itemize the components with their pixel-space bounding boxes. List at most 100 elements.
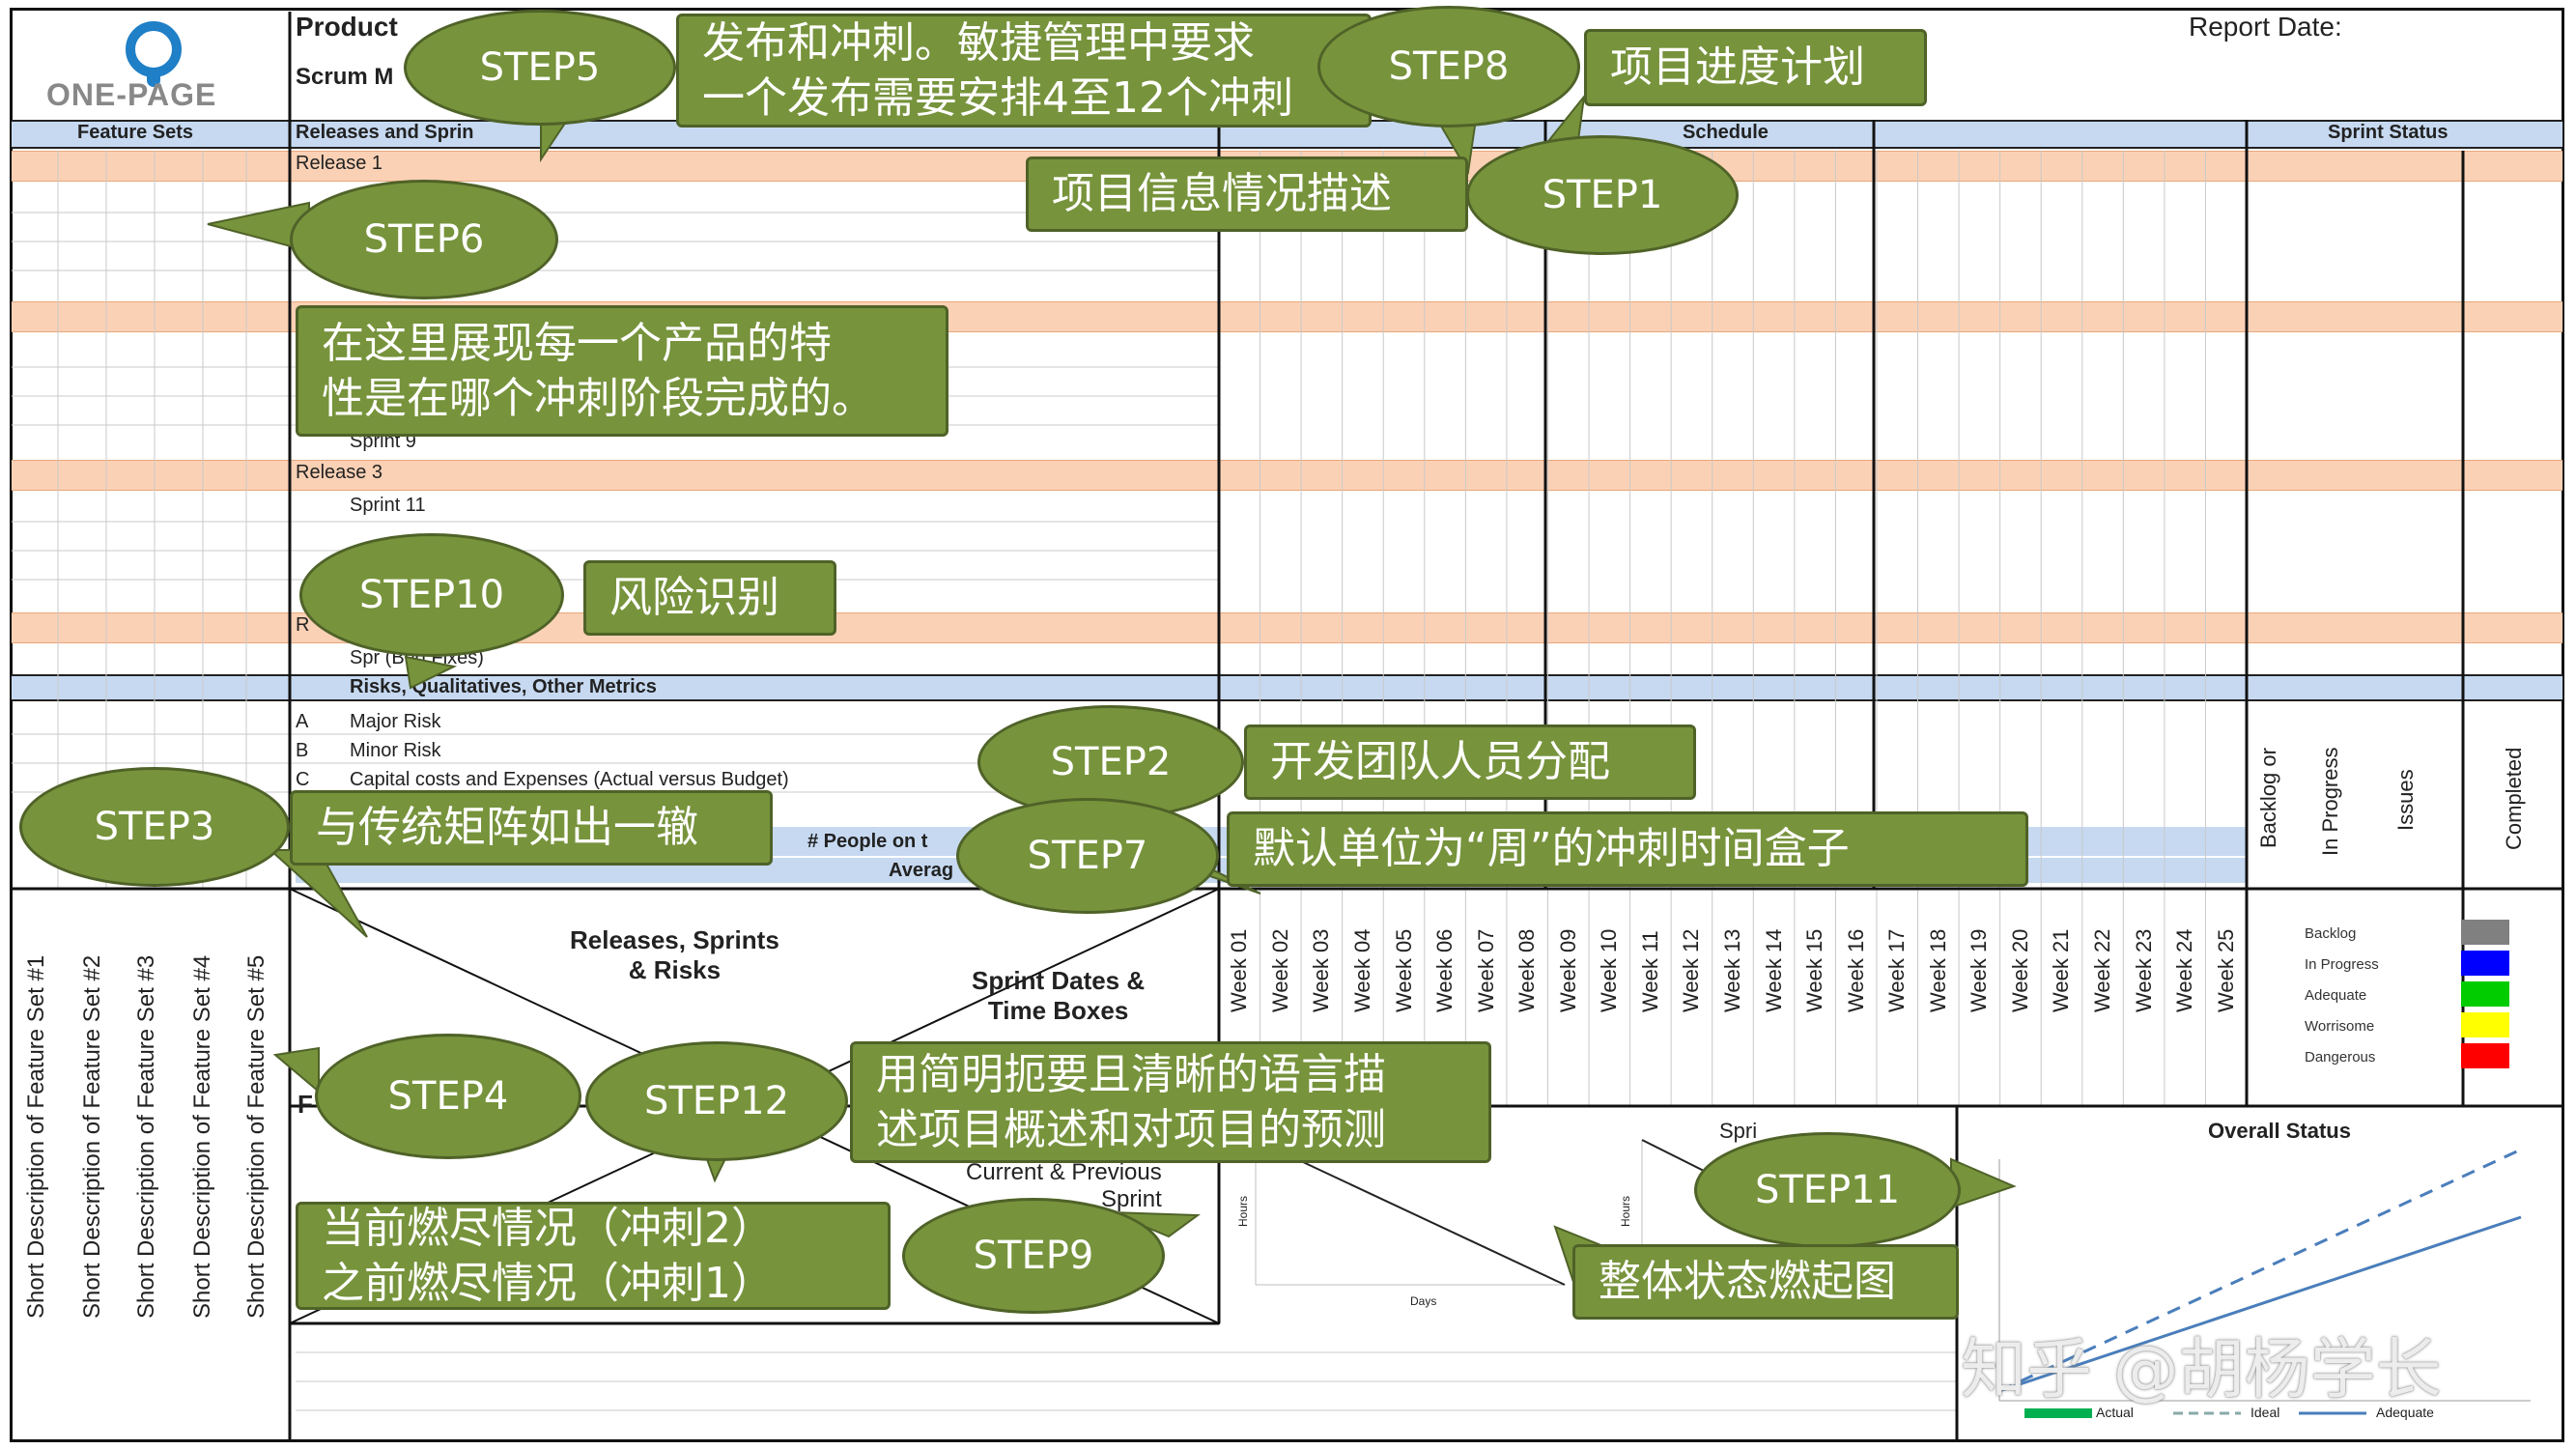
product-label: Product	[296, 12, 398, 42]
step12-text-line1: 用简明扼要且清晰的语言描	[876, 1049, 1386, 1099]
step11-bubble: STEP11	[1694, 1132, 1961, 1248]
sprint-11-label: Sprint 11	[350, 495, 426, 516]
risk-b-code: B	[296, 740, 309, 761]
step3-bubble: STEP3	[19, 767, 290, 887]
status-backlog-header: Backlog or	[2256, 748, 2280, 848]
week-label: Week 12	[1679, 928, 1704, 1012]
step2-text-box: 开发团队人员分配	[1244, 724, 1696, 800]
scrum-label: Scrum M	[296, 64, 394, 90]
week-label: Week 16	[1843, 928, 1868, 1012]
week-label: Week 04	[1349, 928, 1374, 1012]
step9-text-box: 当前燃尽情况（冲刺2） 之前燃尽情况（冲刺1）	[296, 1202, 891, 1310]
week-label: Week 24	[2172, 928, 2197, 1012]
step5-text-box: 发布和冲刺。敏捷管理中要求 一个发布需要安排4至12个冲刺	[676, 14, 1372, 128]
step9-text-line1: 当前燃尽情况（冲刺2）	[322, 1203, 774, 1253]
step9-text-line2: 之前燃尽情况（冲刺1）	[322, 1259, 774, 1308]
step10-bubble: STEP10	[299, 533, 564, 657]
status-issues-header: Issues	[2393, 769, 2418, 831]
week-label: Week 11	[1637, 930, 1662, 1012]
people-label: # People on t	[807, 831, 928, 852]
week-label: Week 25	[2213, 928, 2238, 1012]
week-label: Week 14	[1761, 928, 1786, 1012]
status-completed-header: Completed	[2502, 747, 2526, 850]
feature-set-1-label: Short Description of Feature Set #1	[23, 954, 49, 1319]
step9-bubble: STEP9	[902, 1198, 1165, 1314]
step12-text-box: 用简明扼要且清晰的语言描 述项目概述和对项目的预测	[850, 1041, 1491, 1163]
legend-backlog-swatch	[2461, 920, 2509, 945]
step7-bubble: STEP7	[956, 798, 1219, 914]
step1-bubble: STEP1	[1466, 135, 1739, 255]
step4-bubble: STEP4	[315, 1034, 581, 1159]
logo-text: ONE-PAGE	[46, 77, 217, 112]
step1-text-box: 项目信息情况描述	[1026, 156, 1468, 232]
legend-adequate-swatch	[2461, 981, 2509, 1007]
schedule-header: Schedule	[1683, 122, 1769, 143]
status-inprogress-header: In Progress	[2318, 747, 2342, 857]
week-label: Week 05	[1391, 928, 1416, 1012]
risks-header-label: Risks, Qualitatives, Other Metrics	[350, 676, 657, 697]
step5-text-line1: 发布和冲刺。敏捷管理中要求	[702, 17, 1255, 68]
week-label: Week 23	[2131, 928, 2156, 1012]
step6-text-line1: 在这里展现每一个产品的特	[322, 318, 832, 368]
week-label: Week 15	[1802, 928, 1827, 1012]
logo: ONE-PAGE	[29, 17, 280, 114]
week-label: Week 17	[1884, 928, 1910, 1012]
burndown-xlabel: Days	[1410, 1294, 1437, 1308]
legend-worrisome-label: Worrisome	[2305, 1018, 2375, 1035]
legend-inprogress-label: In Progress	[2305, 956, 2379, 973]
step7-text-box: 默认单位为“周”的冲刺时间盒子	[1227, 811, 2028, 887]
risk-a-code: A	[296, 711, 309, 732]
week-label: Week 10	[1597, 928, 1622, 1012]
feature-set-2-label: Short Description of Feature Set #2	[79, 954, 105, 1319]
week-label: Week 18	[1925, 928, 1950, 1012]
week-label: Week 21	[2049, 928, 2074, 1012]
legend-adequate-label: Adequate	[2305, 987, 2367, 1004]
step6-text-box: 在这里展现每一个产品的特 性是在哪个冲刺阶段完成的。	[296, 305, 948, 437]
legend-dangerous-label: Dangerous	[2305, 1049, 2376, 1065]
matrix-bottom-label: Current & Previous Sprint	[966, 1159, 1162, 1212]
feature-set-3-label: Short Description of Feature Set #3	[133, 954, 159, 1319]
step10-text-box: 风险识别	[583, 560, 836, 636]
legend-dangerous-swatch	[2461, 1043, 2509, 1068]
week-label: Week 06	[1432, 928, 1458, 1012]
week-label: Week 01	[1227, 928, 1252, 1012]
step6-bubble: STEP6	[290, 180, 558, 299]
sprint-status-header: Sprint Status	[2328, 122, 2449, 143]
matrix-top-label: Releases, Sprints & Risks	[570, 925, 779, 984]
week-label: Week 07	[1473, 928, 1498, 1012]
overall-legend-actual: Actual	[2096, 1405, 2134, 1420]
week-label: Week 22	[2090, 928, 2115, 1012]
release-3-label: Release 3	[296, 462, 383, 483]
feature-sets-header: Feature Sets	[77, 122, 194, 143]
week-label: Week 03	[1309, 928, 1334, 1012]
overall-legend-ideal: Ideal	[2250, 1405, 2280, 1420]
risk-c-text: Capital costs and Expenses (Actual versu…	[350, 769, 789, 790]
feature-set-5-label: Short Description of Feature Set #5	[243, 954, 269, 1319]
risk-b-text: Minor Risk	[350, 740, 441, 761]
step12-text-line2: 述项目概述和对项目的预测	[876, 1105, 1386, 1154]
risk-a-text: Major Risk	[350, 711, 441, 732]
week-label: Week 09	[1555, 928, 1580, 1012]
feature-set-4-label: Short Description of Feature Set #4	[189, 954, 215, 1319]
average-label: Averag	[889, 860, 954, 881]
releases-header: Releases and Sprin	[296, 122, 474, 143]
release-band-3	[12, 460, 2562, 491]
overall-status-title: Overall Status	[2208, 1119, 2351, 1143]
week-label: Week 02	[1267, 928, 1292, 1012]
legend-inprogress-swatch	[2461, 951, 2509, 976]
risks-header-band	[12, 674, 2562, 701]
release-1-label: Release 1	[296, 153, 383, 174]
step8-text-box: 项目进度计划	[1584, 29, 1927, 106]
week-label: Week 08	[1514, 928, 1540, 1012]
burndown-1-ylabel: Hours	[1236, 1195, 1250, 1227]
step5-bubble: STEP5	[404, 10, 676, 126]
legend-worrisome-swatch	[2461, 1012, 2509, 1037]
burndown-sprint-label: Spri	[1719, 1119, 1758, 1143]
matrix-right-label: Sprint Dates & Time Boxes	[972, 966, 1146, 1025]
burndown-2-ylabel: Hours	[1619, 1195, 1632, 1227]
step8-bubble: STEP8	[1317, 6, 1580, 128]
release-4-label: R	[296, 614, 310, 636]
watermark: 知乎 @胡杨学长	[1961, 1332, 2442, 1408]
step12-bubble: STEP12	[585, 1041, 848, 1161]
legend-backlog-label: Backlog	[2305, 925, 2357, 942]
